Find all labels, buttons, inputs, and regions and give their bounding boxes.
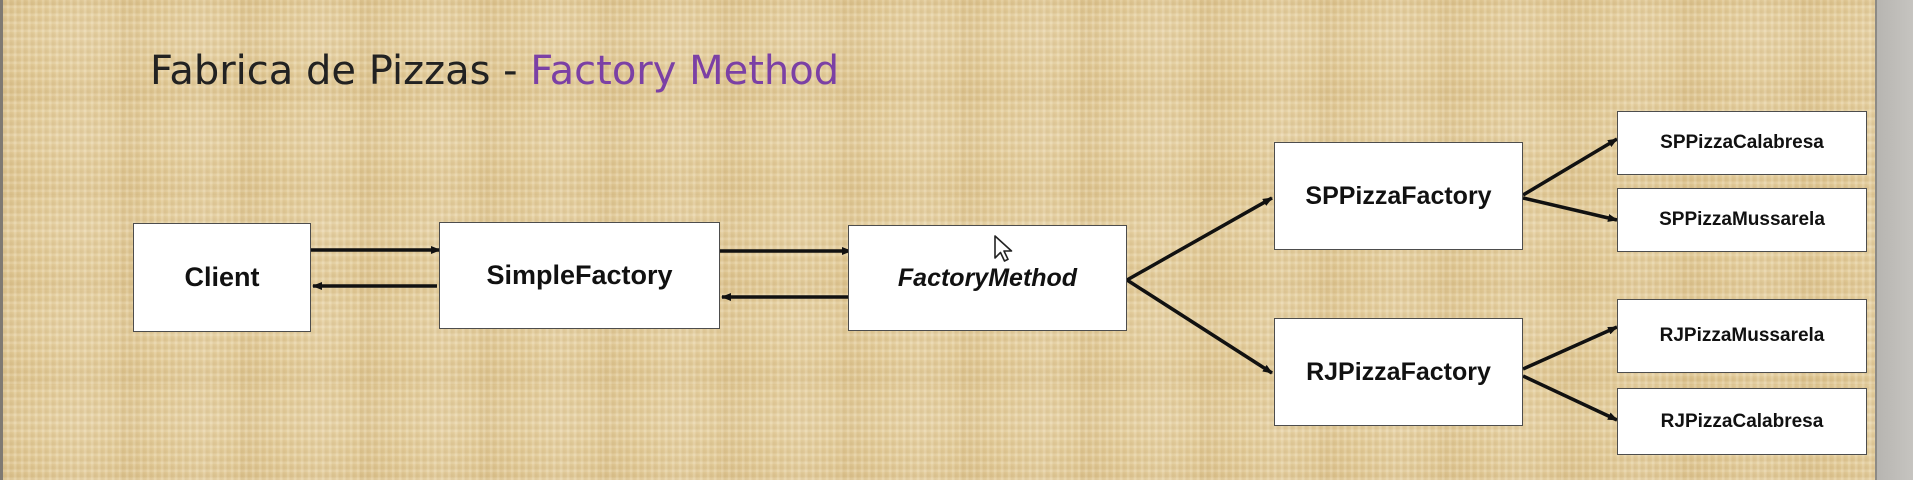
node-simple-factory: SimpleFactory [439,222,720,329]
mouse-pointer-icon [994,235,1013,262]
node-sp-pizza-mussarela: SPPizzaMussarela [1617,188,1867,252]
node-client-label: Client [184,262,260,292]
arrow-rjfactory-to-rjmussarela [1522,325,1618,371]
node-factory-method-label: FactoryMethod [897,263,1078,292]
arrow-spfactory-to-spmussarela [1522,196,1618,222]
node-sp-pizza-calabresa-label: SPPizzaCalabresa [1660,132,1824,153]
node-rj-pizza-mussarela: RJPizzaMussarela [1617,299,1867,373]
window-left-edge [0,0,3,480]
arrow-rjfactory-to-rjcalabresa [1522,374,1618,422]
arrow-spfactory-to-spcalabresa [1522,137,1618,197]
slide-title: Fabrica de Pizzas - Factory Method [150,43,839,99]
node-rj-pizza-calabresa-label: RJPizzaCalabresa [1660,410,1824,432]
node-sp-pizza-calabresa: SPPizzaCalabresa [1617,111,1867,175]
node-sp-pizza-factory: SPPizzaFactory [1274,142,1523,250]
window-right-edge [1875,0,1913,480]
node-factory-method: FactoryMethod [848,225,1127,331]
node-sp-pizza-mussarela-label: SPPizzaMussarela [1659,209,1825,230]
node-rj-pizza-factory: RJPizzaFactory [1274,318,1523,426]
arrow-factorymethod-to-rjfactory [1126,278,1273,375]
node-rj-pizza-factory-label: RJPizzaFactory [1306,357,1491,386]
node-simple-factory-label: SimpleFactory [486,260,673,290]
node-rj-pizza-mussarela-label: RJPizzaMussarela [1659,325,1825,346]
title-main: Fabrica de Pizzas - [150,48,531,94]
node-rj-pizza-calabresa: RJPizzaCalabresa [1617,388,1867,455]
arrow-factorymethod-to-spfactory [1126,196,1273,282]
title-accent: Factory Method [530,48,840,94]
node-client: Client [133,223,311,332]
node-sp-pizza-factory-label: SPPizzaFactory [1305,181,1492,210]
